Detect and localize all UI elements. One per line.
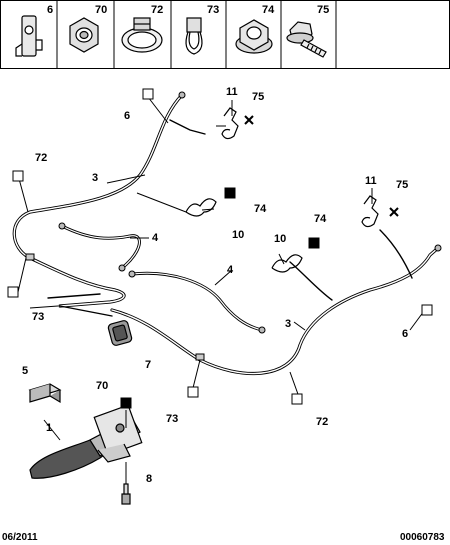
callout-72-top: 72 [35, 152, 47, 164]
flange-bolt-icon [286, 21, 327, 58]
spring-clip-11-left [221, 107, 239, 140]
cable-assembly [12, 91, 442, 376]
callout-square-73-left [7, 286, 19, 298]
footer-reference: 00060783 [400, 532, 445, 543]
callout-square-6-top [142, 88, 154, 100]
callout-square-72-bottom [291, 393, 303, 405]
callout-70: 70 [96, 380, 108, 392]
legend-ref-75: 75 [317, 4, 329, 16]
flange-nut-icon [235, 19, 273, 54]
footer-date: 06/2011 [2, 532, 38, 543]
callout-75-right: 75 [396, 179, 408, 191]
cable-tie-icon [185, 17, 203, 55]
callout-6-right: 6 [402, 328, 408, 340]
callout-3-left: 3 [92, 172, 98, 184]
parts-legend: 6 70 72 73 74 75 [0, 0, 450, 69]
callout-4-top: 4 [152, 232, 159, 244]
legend-ref-6: 6 [47, 4, 53, 16]
callout-4-bottom: 4 [227, 264, 234, 276]
callout-74-right: 74 [314, 213, 327, 225]
callout-11-right: 11 [365, 175, 377, 187]
callout-6-top: 6 [124, 110, 130, 122]
callout-72-bottom: 72 [316, 416, 328, 428]
callout-1: 1 [46, 422, 52, 434]
callout-10-right: 10 [274, 233, 286, 245]
callout-73-bottom: 73 [166, 413, 178, 425]
legend-ref-74: 74 [262, 4, 275, 16]
callout-square-74-left [224, 187, 236, 199]
lever-button-5 [28, 383, 62, 404]
callout-74-left: 74 [254, 203, 267, 215]
bracket-10-left [185, 198, 217, 217]
callout-73-left: 73 [32, 311, 44, 323]
parking-brake-lever-1 [29, 404, 143, 479]
legend-ref-72: 72 [151, 4, 163, 16]
callout-square-72-top [12, 170, 24, 182]
callout-8: 8 [146, 473, 152, 485]
nut-icon [69, 17, 99, 53]
callout-square-6-right [421, 304, 433, 316]
callout-square-73-bottom [187, 386, 199, 398]
bracket-clip-icon [15, 15, 43, 57]
callout-75-top: 75 [252, 91, 264, 103]
callout-5: 5 [22, 365, 28, 377]
callout-10-left: 10 [232, 229, 244, 241]
hose-clamp-icon [121, 17, 163, 53]
callout-square-74-right [308, 237, 320, 249]
legend-ref-73: 73 [207, 4, 219, 16]
callout-3-right: 3 [285, 318, 291, 330]
callout-11-top: 11 [226, 86, 238, 98]
callout-square-70 [120, 397, 132, 409]
legend-ref-70: 70 [95, 4, 107, 16]
spring-clip-11-right [361, 195, 379, 228]
cable-equalizer-7 [107, 320, 133, 346]
callout-7: 7 [145, 359, 151, 371]
